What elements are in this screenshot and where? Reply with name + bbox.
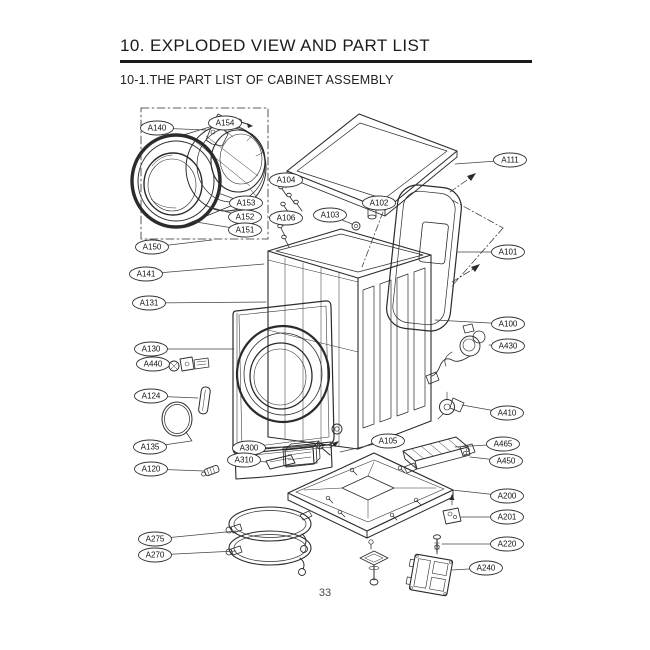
module-screw bbox=[434, 544, 440, 555]
svg-text:A131: A131 bbox=[140, 299, 159, 308]
callout-A106: A106 bbox=[269, 210, 303, 227]
page-number: 33 bbox=[318, 587, 332, 599]
callout-A152: A152 bbox=[205, 205, 262, 225]
callout-A450: A450 bbox=[469, 453, 523, 469]
svg-text:A151: A151 bbox=[236, 226, 255, 235]
svg-text:A103: A103 bbox=[321, 211, 340, 220]
callout-A154: A154 bbox=[208, 115, 242, 131]
svg-text:A270: A270 bbox=[146, 551, 165, 560]
svg-text:A201: A201 bbox=[498, 513, 517, 522]
subsection-title: 10-1.THE PART LIST OF CABINET ASSEMBLY bbox=[120, 73, 394, 87]
callout-A100: A100 bbox=[434, 316, 525, 332]
control-module bbox=[405, 553, 454, 597]
top-plate bbox=[286, 113, 458, 217]
callout-A105: A105 bbox=[339, 433, 405, 453]
leveling-parts bbox=[359, 539, 389, 586]
callout-A150: A150 bbox=[135, 239, 213, 255]
svg-text:A120: A120 bbox=[142, 465, 161, 474]
front-panel bbox=[232, 300, 335, 455]
svg-text:A154: A154 bbox=[216, 119, 235, 128]
wire-harness bbox=[425, 323, 486, 385]
svg-text:A104: A104 bbox=[277, 176, 296, 185]
svg-text:A440: A440 bbox=[144, 360, 163, 369]
callout-A430: A430 bbox=[488, 338, 525, 354]
svg-text:A140: A140 bbox=[148, 124, 167, 133]
svg-text:A275: A275 bbox=[146, 535, 165, 544]
callout-A135: A135 bbox=[133, 439, 192, 455]
callout-A104: A104 bbox=[269, 172, 303, 189]
bracket-a201 bbox=[442, 494, 462, 525]
callout-A200: A200 bbox=[451, 488, 524, 504]
grommet-a103 bbox=[351, 221, 361, 231]
assembly-arrows bbox=[361, 173, 504, 287]
drawer-guide bbox=[402, 436, 476, 470]
callout-A130: A130 bbox=[134, 341, 235, 357]
pressure-switch bbox=[437, 391, 465, 420]
callout-A240: A240 bbox=[451, 560, 503, 576]
callout-A310: A310 bbox=[227, 452, 267, 468]
callout-A101: A101 bbox=[457, 244, 525, 260]
svg-text:A124: A124 bbox=[142, 392, 161, 401]
callout-A111: A111 bbox=[454, 152, 527, 168]
screw-set-a104 bbox=[278, 184, 303, 214]
svg-text:A410: A410 bbox=[498, 409, 517, 418]
callout-A270: A270 bbox=[138, 547, 237, 563]
section-title: 10. EXPLODED VIEW AND PART LIST bbox=[120, 36, 430, 55]
svg-text:A153: A153 bbox=[237, 199, 256, 208]
screw-set-a106 bbox=[277, 223, 290, 248]
callout-A124: A124 bbox=[134, 388, 199, 404]
dispenser-tray bbox=[265, 454, 296, 470]
svg-text:A105: A105 bbox=[379, 437, 398, 446]
svg-text:A240: A240 bbox=[477, 564, 496, 573]
callout-A131: A131 bbox=[132, 295, 267, 311]
door-detail-box bbox=[140, 107, 269, 240]
plug-a120 bbox=[201, 464, 220, 477]
svg-text:A430: A430 bbox=[499, 342, 518, 351]
callout-A103: A103 bbox=[313, 207, 353, 225]
svg-text:A111: A111 bbox=[501, 156, 519, 165]
svg-text:A300: A300 bbox=[240, 444, 259, 453]
svg-text:A465: A465 bbox=[494, 440, 513, 449]
callout-A151: A151 bbox=[195, 221, 262, 238]
hinge-strip-a124 bbox=[198, 386, 211, 415]
callout-A153: A153 bbox=[217, 192, 263, 211]
svg-text:A106: A106 bbox=[277, 214, 296, 223]
callout-A440: A440 bbox=[136, 356, 170, 372]
callout-A140: A140 bbox=[140, 120, 207, 136]
door-switch bbox=[168, 356, 210, 372]
svg-text:A101: A101 bbox=[499, 248, 518, 257]
svg-text:A135: A135 bbox=[141, 443, 160, 452]
cabinet-body bbox=[267, 228, 432, 450]
svg-text:A450: A450 bbox=[497, 457, 516, 466]
svg-text:A100: A100 bbox=[499, 320, 518, 329]
svg-text:A152: A152 bbox=[236, 213, 255, 222]
title-rule bbox=[120, 60, 532, 63]
callout-A201: A201 bbox=[460, 509, 524, 525]
screw-a105 bbox=[316, 441, 339, 456]
svg-text:A150: A150 bbox=[143, 243, 162, 252]
hose-coils bbox=[225, 506, 312, 576]
svg-text:A220: A220 bbox=[498, 540, 517, 549]
svg-text:A102: A102 bbox=[370, 199, 389, 208]
callout-A275: A275 bbox=[138, 530, 237, 547]
callout-A220: A220 bbox=[441, 536, 524, 552]
callout-A465: A465 bbox=[454, 436, 520, 452]
svg-text:A130: A130 bbox=[142, 345, 161, 354]
svg-text:A310: A310 bbox=[235, 456, 254, 465]
svg-text:A200: A200 bbox=[498, 492, 517, 501]
ring-a135 bbox=[161, 401, 193, 442]
callout-A141: A141 bbox=[129, 263, 265, 282]
callout-A410: A410 bbox=[461, 404, 524, 421]
callout-A120: A120 bbox=[134, 461, 205, 477]
detergent-drawer bbox=[284, 440, 321, 468]
svg-text:A141: A141 bbox=[137, 270, 156, 279]
callout-A102: A102 bbox=[362, 195, 396, 211]
back-cover bbox=[386, 184, 462, 332]
